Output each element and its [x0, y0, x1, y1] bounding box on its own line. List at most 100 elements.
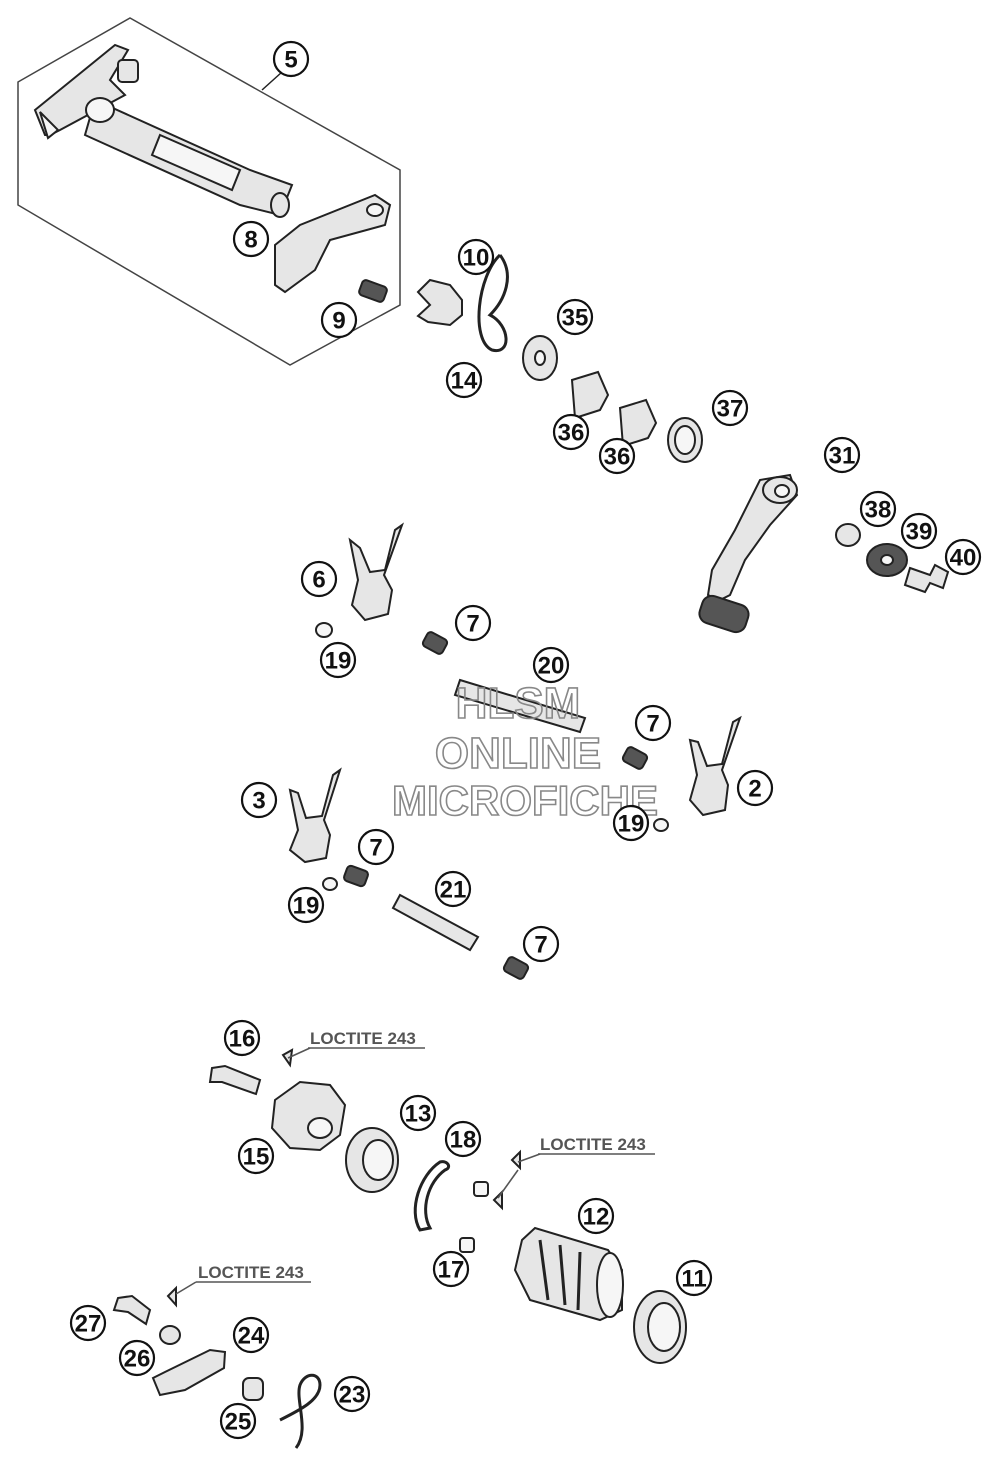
- callout-circle: [612, 804, 650, 842]
- seal-ring-hole: [674, 425, 696, 455]
- callout-number: 7: [466, 611, 479, 638]
- loctite-label-b: LOCTITE 243: [540, 1135, 646, 1154]
- callout-number: 39: [906, 519, 933, 546]
- callout-number: 9: [332, 308, 345, 335]
- callout-36: 36: [598, 437, 636, 475]
- callout-circle: [454, 604, 492, 642]
- callout-circle: [532, 646, 570, 684]
- lever-roller-part: [242, 1377, 264, 1401]
- bushing-part-b: [618, 398, 658, 448]
- bearing-bore: [362, 1139, 394, 1181]
- loctite-label-a: LOCTITE 243: [310, 1029, 416, 1048]
- callout-2: 2: [736, 769, 774, 807]
- callout-number: 20: [538, 653, 565, 680]
- callout-circle: [944, 538, 982, 576]
- callout-15: 15: [237, 1137, 275, 1175]
- drum-bearing-bore: [647, 1302, 681, 1352]
- callout-number: 37: [717, 396, 744, 423]
- callout-circle: [237, 1137, 275, 1175]
- callout-11: 11: [675, 1259, 713, 1297]
- callout-25: 25: [219, 1402, 257, 1440]
- callout-7: 7: [357, 828, 395, 866]
- shift-plate-part: [274, 193, 392, 294]
- callout-19: 19: [319, 641, 357, 679]
- shift-fork-part-2: [688, 715, 742, 817]
- callout-circle: [223, 1019, 261, 1057]
- callout-26: 26: [118, 1339, 156, 1377]
- lever-spring-part: [279, 1373, 322, 1449]
- spring-clip-part: [477, 253, 509, 352]
- watermark-line-1: HLSM: [456, 679, 581, 728]
- bushing-part-a: [570, 370, 610, 420]
- callout-circle: [823, 436, 861, 474]
- callout-39: 39: [900, 512, 938, 550]
- callout-36: 36: [552, 413, 590, 451]
- assembly-outline: [17, 17, 401, 366]
- callout-number: 36: [558, 420, 585, 447]
- callout-24: 24: [232, 1316, 270, 1354]
- callout-23: 23: [333, 1375, 371, 1413]
- callout-35: 35: [556, 298, 594, 336]
- fork-pin-part-d: [502, 956, 530, 980]
- callout-number: 7: [369, 835, 382, 862]
- callout-circle: [333, 1375, 371, 1413]
- star-hole: [307, 1117, 333, 1139]
- callout-circle: [219, 1402, 257, 1440]
- callout-13: 13: [399, 1094, 437, 1132]
- washer-hole: [534, 350, 546, 366]
- callout-number: 19: [293, 893, 320, 920]
- callout-circle: [598, 437, 636, 475]
- loctite-drop-b: [510, 1149, 521, 1171]
- roller-part-b: [653, 818, 669, 832]
- callout-number: 3: [252, 788, 265, 815]
- loctite-drop-d: [166, 1285, 177, 1308]
- loctite-leader-c: [497, 1169, 519, 1199]
- callout-7: 7: [522, 925, 560, 963]
- spring-bracket-part: [416, 278, 463, 327]
- callout-number: 19: [618, 811, 645, 838]
- callout-number: 21: [440, 877, 467, 904]
- shift-lever-part: [698, 473, 799, 634]
- callout-circle: [232, 220, 270, 258]
- callout-circle: [300, 560, 338, 598]
- callout-number: 26: [124, 1346, 151, 1373]
- callout-circle: [457, 238, 495, 276]
- lever-bolt-part-27: [112, 1294, 152, 1326]
- fork-pin-part-b: [621, 746, 649, 770]
- callout-number: 38: [865, 497, 892, 524]
- callout-18: 18: [444, 1120, 482, 1158]
- callout-circle: [736, 769, 774, 807]
- roller-part-c: [322, 877, 338, 891]
- callout-circle: [320, 301, 358, 339]
- loctite-leader-d: [175, 1281, 197, 1295]
- plate-hole: [366, 203, 384, 217]
- callout-20: 20: [532, 646, 570, 684]
- callout-circle: [432, 1250, 470, 1288]
- shift-fork-part-6: [348, 522, 405, 622]
- callout-6: 6: [300, 560, 338, 598]
- drum-groove: [538, 1239, 582, 1311]
- callout-circle: [232, 1316, 270, 1354]
- callout-circle: [240, 781, 278, 819]
- callout-7: 7: [634, 704, 672, 742]
- small-washer-part: [835, 523, 861, 547]
- callout-number: 40: [950, 545, 977, 572]
- loctite-leader-a: [287, 1047, 311, 1059]
- callout-9: 9: [320, 301, 358, 339]
- callout-number: 14: [451, 368, 478, 395]
- callout-circle: [319, 641, 357, 679]
- watermark: HLSM ONLINE MICROFICHE: [391, 678, 659, 825]
- callout-circle: [69, 1304, 107, 1342]
- callout-number: 13: [405, 1101, 432, 1128]
- fork-pin-part-a: [421, 631, 449, 655]
- callout-circle: [634, 704, 672, 742]
- callout-number: 15: [243, 1144, 270, 1171]
- callout-16: 16: [223, 1019, 261, 1057]
- callout-circle: [287, 886, 325, 924]
- callout-14: 14: [445, 361, 483, 399]
- callout-circle: [445, 361, 483, 399]
- callout-21: 21: [434, 870, 472, 908]
- small-spring-part: [358, 279, 388, 303]
- watermark-line-2: ONLINE: [435, 729, 601, 778]
